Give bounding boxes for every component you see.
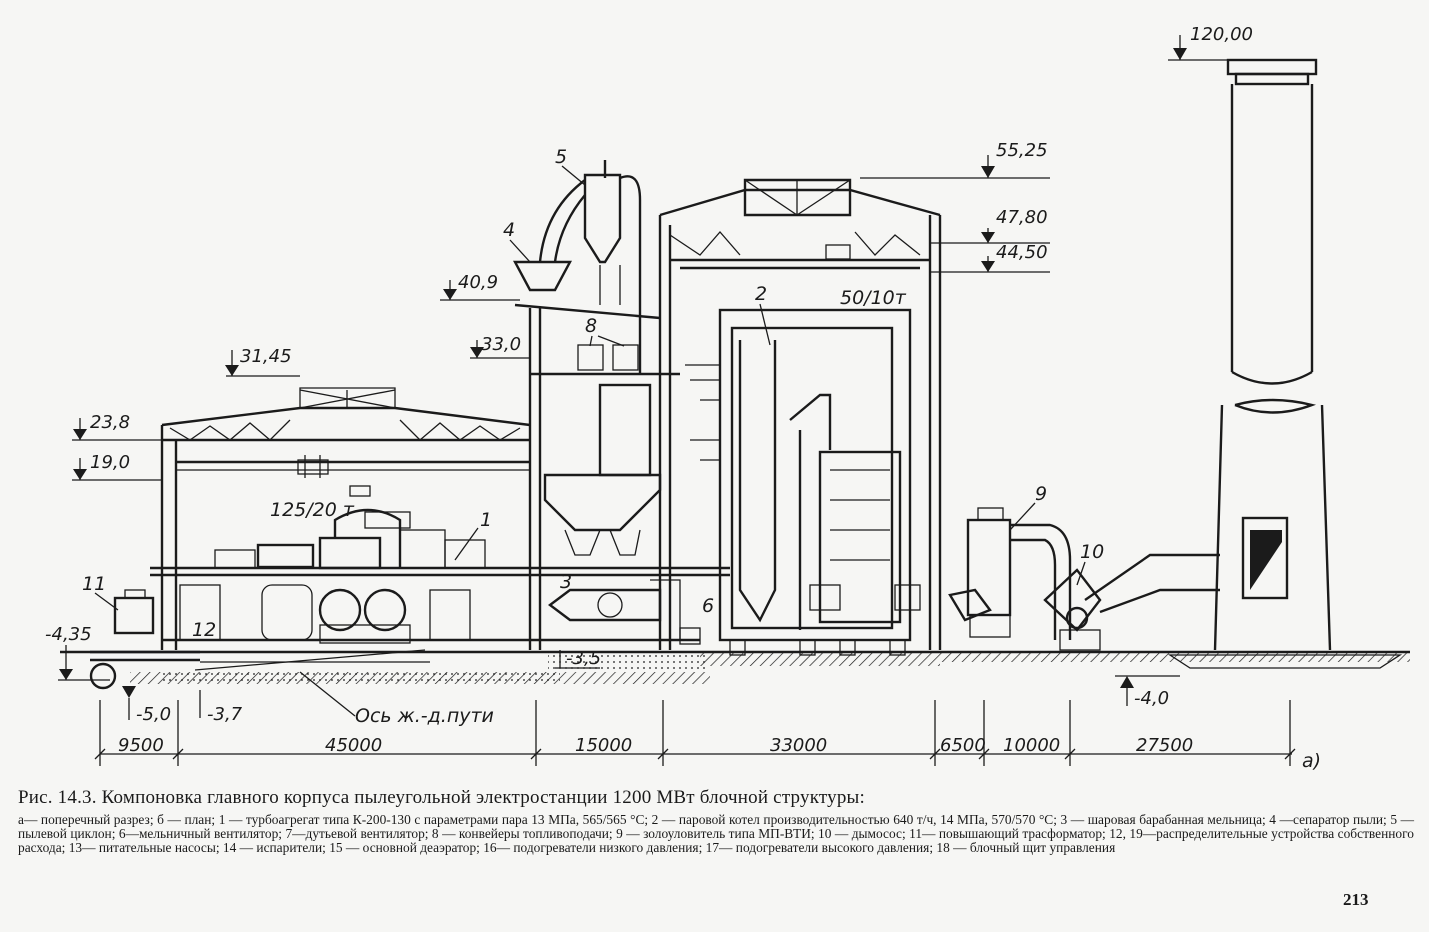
dimension-chain: 9500 45000 15000 33000 6500 10000 27500 … [94,700,1321,772]
caption-legend: а— поперечный разрез; б — план; 1 — турб… [18,812,1414,855]
elev-47-80: 47,80 [996,207,1048,228]
power-plant-cross-section: 120,00 55,25 47,80 44,50 40,9 33,0 31,45… [45,24,1410,772]
dim-9500: 9500 [118,735,164,756]
label-3: 3 [560,571,572,593]
elev-40-9: 40,9 [458,272,498,293]
chimney [1167,58,1403,669]
label-9: 9 [1035,483,1047,505]
elev-120: 120,00 [1190,24,1253,45]
label-6: 6 [702,595,714,617]
figure-caption: Рис. 14.3. Компоновка главного корпуса п… [18,786,1414,854]
elev-minus-4-35: -4,35 [45,624,92,645]
elev-minus-3-5: -3,5 [566,648,601,669]
rail-axis-label: Ось ж.-д.пути [355,705,494,727]
elev-minus-4-0: -4,0 [1134,688,1169,709]
label-12: 12 [192,619,216,641]
caption-title: Рис. 14.3. Компоновка главного корпуса п… [18,787,865,808]
dim-27500: 27500 [1136,735,1193,756]
elev-31-45: 31,45 [240,346,292,367]
boiler-house [658,178,942,656]
crane-boiler-label: 50/10т [840,287,907,309]
elev-33-0: 33,0 [481,334,521,355]
label-10: 10 [1080,541,1104,563]
label-1: 1 [480,509,492,531]
turbine-hall [89,387,730,690]
elev-19-0: 19,0 [90,452,130,473]
elev-23-8: 23,8 [90,412,130,433]
crane-main-label: 125/20 т [270,499,355,521]
ground [60,650,1410,684]
label-4: 4 [503,219,515,241]
dim-6500: 6500 [940,735,986,756]
page-number: 213 [1343,890,1369,909]
elevation-marks: 120,00 55,25 47,80 44,50 40,9 33,0 31,45… [45,24,1253,725]
dim-15000: 15000 [575,735,632,756]
dim-33000: 33000 [770,735,827,756]
label-2: 2 [755,283,767,305]
flue-gas-path [948,507,1220,651]
panel-letter: а) [1302,750,1321,772]
elev-55-25: 55,25 [996,140,1048,161]
elev-minus-5-0: -5,0 [136,704,171,725]
label-5: 5 [555,146,567,168]
dim-10000: 10000 [1003,735,1060,756]
dim-45000: 45000 [325,735,382,756]
bunker-bay [512,160,701,650]
label-11: 11 [82,573,106,595]
elev-minus-3-7: -3,7 [207,704,243,725]
elev-44-50: 44,50 [996,242,1048,263]
item-labels: 1 2 3 4 5 6 8 9 10 11 12 125/20 т 50/10т… [82,146,1104,727]
label-8: 8 [585,315,597,337]
